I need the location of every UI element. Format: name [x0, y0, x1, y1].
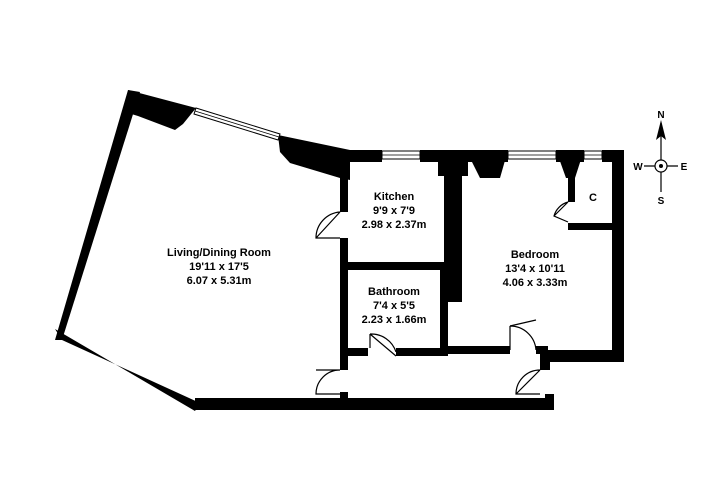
kitchen-name: Kitchen: [374, 191, 415, 203]
bathroom-imperial: 7'4 x 5'5: [373, 300, 415, 312]
cupboard-label: C: [589, 192, 597, 204]
bathroom-name: Bathroom: [368, 286, 420, 298]
door-bedroom: [509, 325, 537, 351]
wall-bottom-right: [540, 350, 624, 362]
wall-bedroom-bottom-left: [448, 346, 510, 354]
compass: N S W E: [633, 110, 687, 207]
bedroom-metric: 4.06 x 3.33m: [503, 277, 568, 289]
windows: [193, 107, 603, 160]
compass-west: W: [633, 162, 643, 173]
wall-right: [612, 150, 624, 362]
kitchen-metric: 2.98 x 2.37m: [362, 219, 427, 231]
wall-kitchen-left: [340, 150, 348, 212]
wall-chimney-cap: [438, 162, 468, 176]
wall-kitchen-bathroom: [340, 262, 444, 270]
wall-bottom-right-stub: [540, 350, 550, 370]
wall-kitchen-left-lower: [340, 238, 348, 356]
living-room-imperial: 19'11 x 17'5: [189, 261, 249, 273]
living-room-name: Living/Dining Room: [167, 247, 271, 259]
wall-bathroom-right: [440, 262, 448, 354]
wall-hall-left: [340, 348, 348, 370]
wall-left: [55, 90, 140, 340]
wall-hall-left-low: [340, 392, 348, 404]
bedroom-name: Bedroom: [511, 249, 560, 261]
kitchen-imperial: 9'9 x 7'9: [373, 205, 415, 217]
wall-cupboard-top-chimney: [556, 150, 584, 178]
wall-living-top: [128, 90, 196, 130]
compass-east: E: [681, 162, 688, 173]
door-cupboard: [553, 201, 569, 223]
door-bathroom: [369, 333, 397, 357]
door-entrance: [515, 369, 541, 395]
door-hall-left: [315, 369, 341, 395]
compass-north: N: [657, 110, 664, 121]
compass-south: S: [658, 196, 665, 207]
bathroom-metric: 2.23 x 1.66m: [362, 314, 427, 326]
wall-cupboard-left: [568, 162, 575, 202]
wall-bottom: [195, 398, 554, 410]
bedroom-imperial: 13'4 x 10'11: [505, 263, 565, 275]
wall-hall-top-right: [396, 348, 448, 356]
wall-bedroom-bottom-right: [536, 346, 548, 354]
wall-bottom-left: [55, 329, 200, 411]
wall-bottom-stub: [545, 394, 554, 410]
interior-walls: [340, 150, 616, 404]
room-labels: Living/Dining Room 19'11 x 17'5 6.07 x 5…: [167, 191, 597, 326]
wall-chimney-column: [444, 162, 462, 302]
wall-hall-top-left: [340, 348, 368, 356]
wall-living-upper-right: [278, 135, 350, 180]
compass-arrow-icon: [656, 120, 666, 140]
wall-cupboard-bottom: [568, 223, 616, 230]
wall-top-chimney-left: [420, 150, 508, 178]
wall-top-kitchen-left: [340, 150, 382, 162]
living-room-metric: 6.07 x 5.31m: [187, 275, 252, 287]
door-kitchen: [315, 211, 341, 239]
doors: [315, 201, 569, 395]
